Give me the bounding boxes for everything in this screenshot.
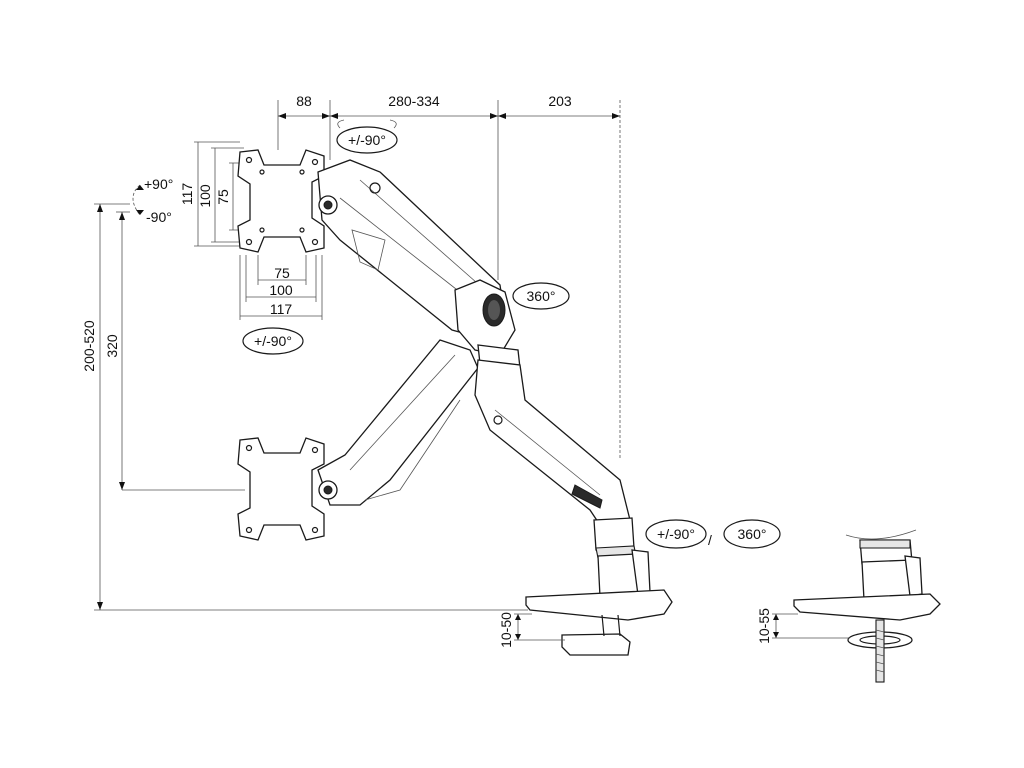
dim-grommet-range: 10-55 xyxy=(756,608,772,644)
rotation-base-swivel: +/-90° xyxy=(657,526,695,542)
dim-height-travel: 320 xyxy=(104,334,120,358)
vesa-width-lines xyxy=(239,255,323,320)
main-arm xyxy=(474,359,631,526)
dim-vesa-height-mid: 100 xyxy=(197,184,213,208)
rotation-badge-base-rotate xyxy=(723,519,781,549)
clamp-dimension-lines xyxy=(514,613,565,641)
elbow-joint xyxy=(454,279,521,369)
dim-arm-reach: 280-334 xyxy=(388,93,440,109)
height-dimension-lines xyxy=(94,203,528,611)
dim-vesa-height-max: 117 xyxy=(179,183,195,206)
vesa-plate-upper xyxy=(237,149,325,253)
top-dimension-lines xyxy=(277,100,621,460)
rotation-badge-plate xyxy=(242,327,304,355)
tilt-arc xyxy=(132,184,144,216)
dim-height-range: 200-520 xyxy=(81,320,97,372)
dim-pole-offset: 203 xyxy=(548,93,572,109)
rotation-badge-top xyxy=(336,119,398,154)
dim-clamp-range: 10-50 xyxy=(498,612,514,648)
rotation-badge-elbow xyxy=(512,282,570,310)
rotation-swivel-plate: +/-90° xyxy=(254,333,292,349)
rotation-swivel-top: +/-90° xyxy=(348,132,386,148)
rotation-base-rotate: 360° xyxy=(738,526,767,542)
grommet-dimension-lines xyxy=(772,613,850,639)
grommet-mount xyxy=(793,529,941,683)
dim-plate-offset: 88 xyxy=(296,93,312,109)
dim-vesa-width-min: 75 xyxy=(274,265,290,281)
dim-vesa-width-mid: 100 xyxy=(269,282,293,298)
rotation-separator: / xyxy=(708,532,712,548)
rotation-tilt-down: -90° xyxy=(146,209,172,225)
vesa-plate-lower xyxy=(237,437,325,541)
rotation-tilt-up: +90° xyxy=(144,176,173,192)
lower-forearm xyxy=(317,339,479,506)
dim-vesa-width-max: 117 xyxy=(270,301,293,317)
pole-and-base xyxy=(525,517,673,656)
rotation-badge-base-swivel xyxy=(645,519,707,549)
rotation-elbow: 360° xyxy=(527,288,556,304)
dim-vesa-height-min: 75 xyxy=(215,189,231,205)
